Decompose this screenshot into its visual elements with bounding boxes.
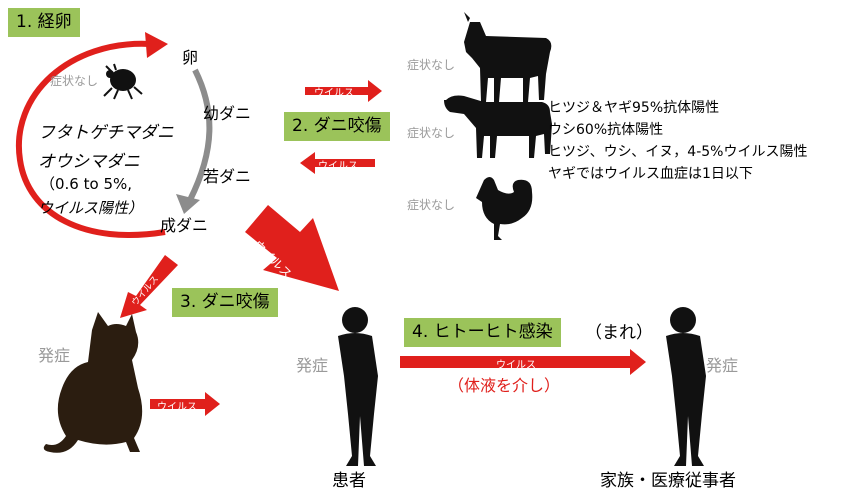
cat-onset: 発症 (38, 346, 71, 365)
species-1: フタトゲチマダニ (38, 123, 174, 143)
via-body-fluid-label: （体液を介し） (448, 376, 561, 395)
badge-tick-bite-human: 3. ダニ咬傷 (172, 288, 278, 317)
cow-icon (444, 95, 552, 158)
info-line-1: ヒツジ＆ヤギ95%抗体陽性 (548, 100, 720, 116)
patient-label: 患者 (332, 471, 366, 491)
cat-icon (43, 312, 143, 453)
badge-human-to-human: 4. ヒトーヒト感染 (404, 318, 561, 347)
family-icon (666, 307, 706, 466)
life-cycle-arrowhead (176, 194, 200, 214)
chicken-status: 症状なし (407, 198, 456, 212)
cow-status: 症状なし (407, 126, 456, 140)
stage-larva: 幼ダニ (203, 104, 252, 123)
virus-arrow-to-ticks (300, 152, 375, 174)
tick-asymptomatic-label: 症状なし (50, 74, 99, 88)
patient-onset: 発症 (296, 356, 329, 375)
family-label: 家族・医療従事者 (600, 471, 736, 491)
stage-adult: 成ダニ (160, 216, 209, 235)
badge-transovarial: 1. 経卵 (8, 8, 80, 37)
goat-icon (464, 12, 552, 102)
species-2: オウシマダニ (38, 152, 140, 172)
info-line-3: ヒツジ、ウシ、イヌ，4-5%ウイルス陽性 (548, 144, 808, 160)
badge-tick-bite-animal: 2. ダニ咬傷 (284, 112, 390, 141)
chicken-icon (476, 177, 533, 240)
family-onset: 発症 (706, 356, 739, 375)
virus-label-cat-to-human: ウイルス (157, 402, 197, 413)
positivity-note: ウイルス陽性） (38, 199, 144, 217)
goat-status: 症状なし (407, 58, 456, 72)
transovarial-cycle-arrowhead (145, 32, 168, 58)
virus-label-to-animals: ウイルス (314, 88, 354, 99)
positivity-rate: （0.6 to 5%, (40, 175, 133, 193)
virus-label-human-to-human: ウイルス (496, 360, 536, 371)
patient-icon (338, 307, 378, 466)
info-line-2: ウシ60%抗体陽性 (548, 122, 664, 138)
virus-arrow-cat-to-human (150, 392, 220, 416)
virus-arrow-to-cat (120, 255, 178, 318)
virus-arrow-to-patient (245, 205, 339, 291)
virus-arrow-to-animals (305, 80, 382, 102)
tick-icon (103, 63, 143, 100)
stage-nymph: 若ダニ (203, 167, 252, 186)
transovarial-cycle-arc (15, 40, 166, 238)
virus-arrow-human-to-human (400, 349, 646, 375)
life-cycle-arc (187, 68, 213, 202)
stage-egg: 卵 (182, 48, 199, 67)
rare-label: （まれ） (585, 323, 653, 343)
info-line-4: ヤギではウイルス血症は1日以下 (548, 166, 753, 182)
virus-label-to-ticks: ウイルス (318, 161, 358, 172)
